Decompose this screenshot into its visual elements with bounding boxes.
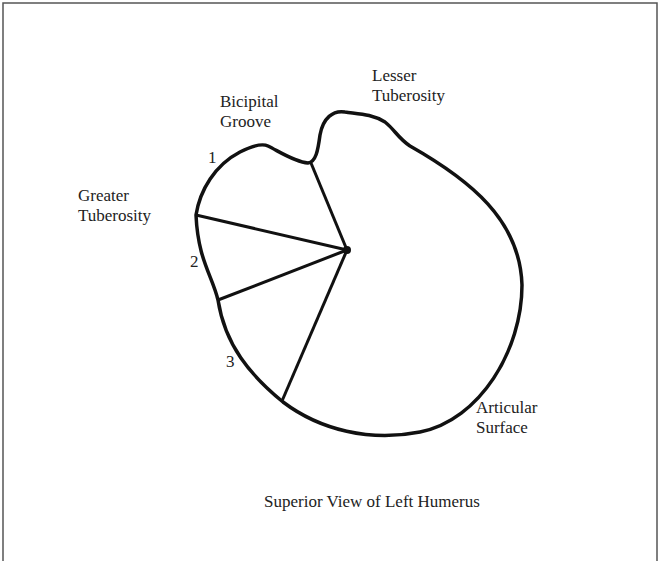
part-label: Bicipital Groove bbox=[220, 92, 295, 132]
humerus-outline bbox=[196, 112, 522, 436]
part-label: Lesser Tuberosity bbox=[372, 66, 462, 106]
part-label: Articular Surface bbox=[476, 398, 566, 438]
callout-number: 2 bbox=[190, 252, 210, 272]
center-point bbox=[343, 246, 351, 254]
caption: Superior View of Left Humerus bbox=[264, 492, 480, 512]
part-label: Greater Tuberosity bbox=[78, 186, 183, 226]
callout-number: 1 bbox=[208, 148, 228, 168]
frame bbox=[3, 3, 657, 561]
callout-number: 3 bbox=[226, 352, 246, 372]
division-lines bbox=[196, 163, 347, 401]
